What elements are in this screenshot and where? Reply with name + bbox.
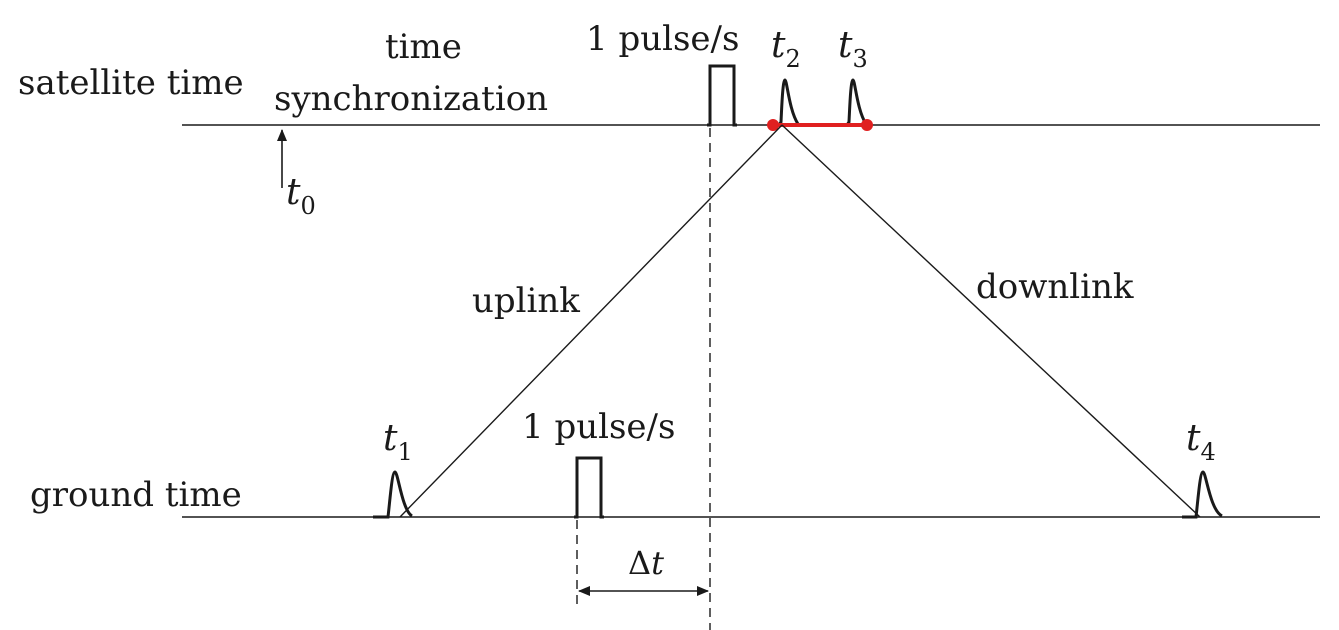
t2-label: t2 — [771, 25, 801, 73]
ground-time-label: ground time — [30, 475, 242, 515]
t3-pulse — [845, 78, 868, 126]
t0-label: t0 — [286, 172, 316, 220]
t1-label: t1 — [383, 418, 413, 466]
t3-label: t3 — [838, 25, 868, 73]
uplink-label: uplink — [472, 281, 580, 321]
t3-endpoint-dot — [861, 119, 873, 131]
satellite-time-label: satellite time — [18, 63, 244, 103]
time-sync-label-line1: time — [385, 27, 462, 67]
downlink-label: downlink — [976, 267, 1134, 307]
t4-pulse — [1182, 470, 1223, 519]
uplink-line — [399, 124, 783, 518]
downlink-line — [781, 124, 1201, 518]
pps-label-bottom: 1 pulse/s — [522, 407, 675, 447]
ground-pps-pulse — [574, 456, 604, 519]
t4-label: t4 — [1186, 418, 1216, 466]
time-sync-label-line2: synchronization — [274, 79, 548, 119]
t2-pulse — [777, 78, 800, 126]
pps-label-top: 1 pulse/s — [586, 19, 739, 59]
t1-pulse — [373, 470, 414, 519]
satellite-pps-pulse — [707, 64, 737, 127]
t2-endpoint-dot — [767, 119, 779, 131]
delta-t-label: Δt — [628, 544, 664, 582]
